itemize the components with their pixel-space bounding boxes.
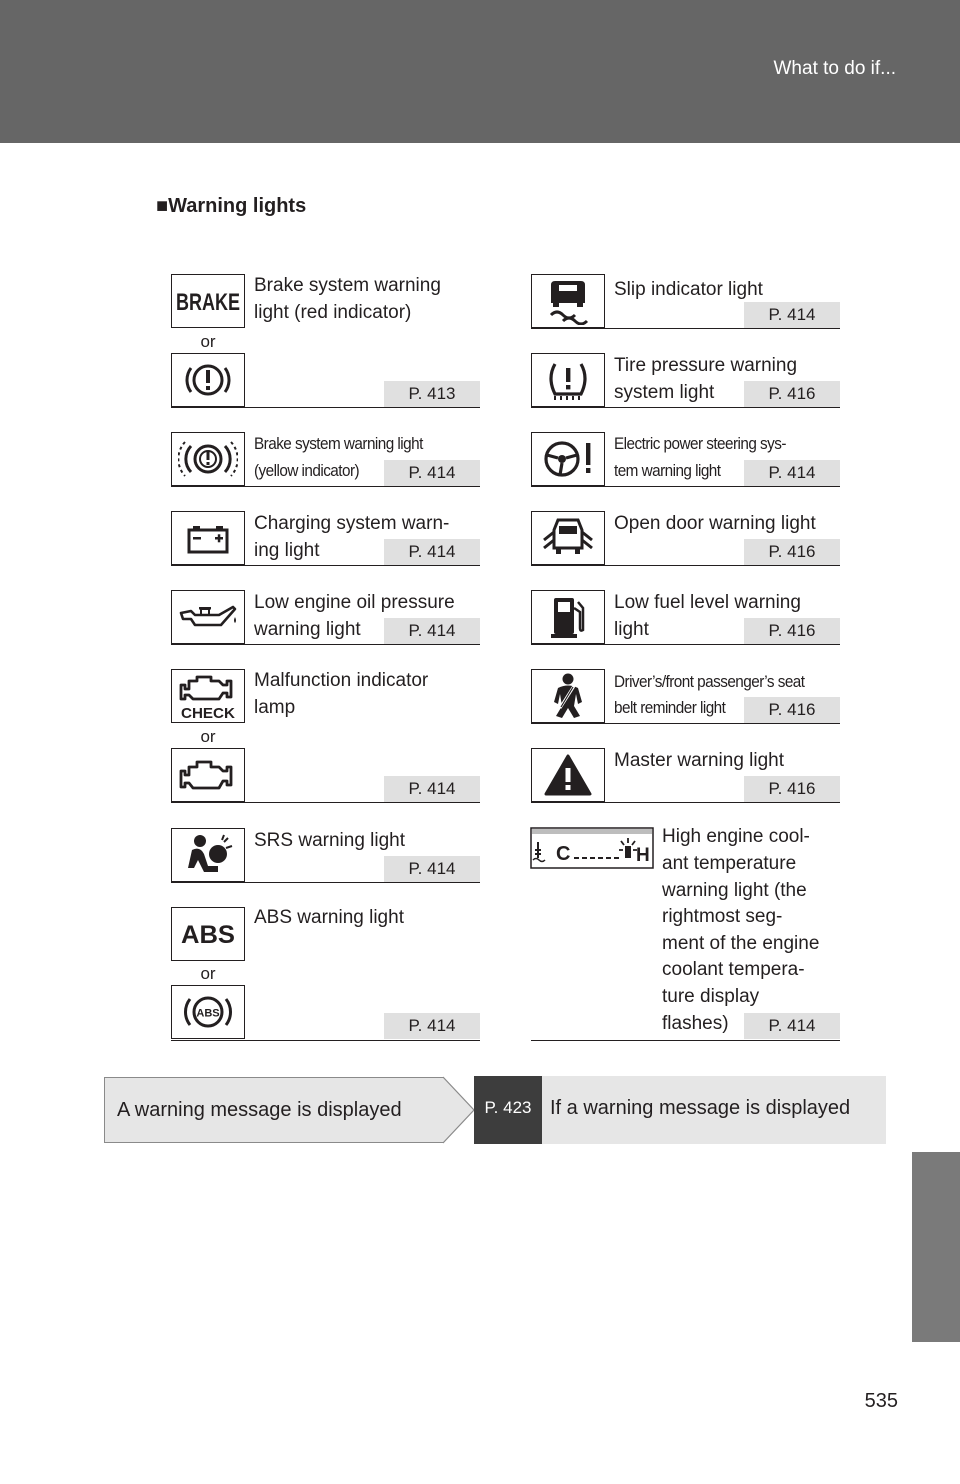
coolant-temperature-gauge-icon: C H (530, 826, 654, 870)
page-ref-open-door[interactable]: P. 416 (744, 539, 840, 565)
eps-label-line2: tem warning light (614, 461, 721, 480)
page-ref-coolant[interactable]: P. 414 (744, 1013, 840, 1039)
engine-check-icon: CHECK (171, 669, 245, 723)
divider (531, 644, 840, 645)
engine-icon (171, 748, 245, 802)
open-door-label: Open door warning light (614, 513, 816, 534)
divider (531, 565, 840, 566)
airbag-icon (171, 828, 245, 882)
open-door-icon (531, 511, 605, 565)
divider (171, 1040, 480, 1041)
page-number: 535 (864, 1390, 898, 1412)
master-warning-icon (531, 748, 605, 802)
seat-belt-label-line2: belt reminder light (614, 698, 726, 717)
abs-circle-icon: ABS (171, 985, 245, 1039)
svg-text:ABS: ABS (196, 1008, 219, 1020)
master-warning-label: Master warning light (614, 750, 785, 771)
or-text: or (200, 727, 216, 746)
tire-pressure-icon (531, 353, 605, 407)
or-text: or (200, 332, 216, 351)
divider (531, 1040, 840, 1041)
page-ref-slip[interactable]: P. 414 (744, 302, 840, 328)
coolant-label-line8: flashes) (662, 1013, 729, 1034)
charging-label-line1: Charging system warn- (254, 513, 450, 534)
brake-yellow-label-line2: (yellow indicator) (254, 461, 360, 480)
divider (531, 486, 840, 487)
page-ref-master-warning[interactable]: P. 416 (744, 776, 840, 802)
section-title: ■Warning lights (156, 195, 307, 217)
divider (171, 802, 480, 803)
divider (531, 723, 840, 724)
malfunction-label-line1: Malfunction indicator (254, 670, 429, 691)
warning-message-displayed-box: A warning message is displayed (104, 1077, 444, 1143)
slip-label: Slip indicator light (614, 279, 763, 300)
battery-icon (171, 511, 245, 565)
coolant-label-line2: ant temperature (662, 853, 797, 874)
header-title: What to do if... (773, 58, 897, 79)
oil-label-line1: Low engine oil pressure (254, 592, 455, 613)
svg-text:C: C (556, 843, 570, 865)
page-ref-message[interactable]: P. 423 (474, 1076, 542, 1144)
page-ref-charging[interactable]: P. 414 (384, 539, 480, 565)
fuel-label-line2: light (614, 619, 649, 640)
divider (531, 802, 840, 803)
divider (171, 565, 480, 566)
divider (171, 644, 480, 645)
if-warning-message-link[interactable]: If a warning message is displayed (542, 1076, 886, 1144)
or-text: or (200, 964, 216, 983)
coolant-label-line5: ment of the engine (662, 933, 820, 954)
page-ref-srs[interactable]: P. 414 (384, 856, 480, 882)
page-ref-eps[interactable]: P. 414 (744, 460, 840, 486)
tire-label-line2: system light (614, 382, 715, 403)
svg-text:CHECK: CHECK (181, 705, 235, 721)
coolant-label-line6: coolant tempera- (662, 959, 805, 980)
arrow-icon (443, 1076, 475, 1144)
divider (531, 407, 840, 408)
page-ref-fuel[interactable]: P. 416 (744, 618, 840, 644)
coolant-label-line1: High engine cool- (662, 826, 810, 847)
page-header: What to do if... (0, 0, 960, 143)
brake-yellow-icon (171, 432, 245, 486)
seat-belt-icon (531, 669, 605, 723)
abs-text-icon: ABS (171, 907, 245, 961)
coolant-label-line3: warning light (the (662, 880, 807, 901)
page-ref-abs[interactable]: P. 414 (384, 1013, 480, 1039)
coolant-label-line4: rightmost seg- (662, 906, 783, 927)
brake-red-label-line1: Brake system warning (254, 275, 441, 296)
page-ref-malfunction[interactable]: P. 414 (384, 776, 480, 802)
charging-label-line2: ing light (254, 540, 320, 561)
coolant-label-line7: ture display (662, 986, 760, 1007)
tire-label-line1: Tire pressure warning (614, 355, 798, 376)
eps-label-line1: Electric power steering sys- (614, 434, 786, 453)
svg-text:ABS: ABS (181, 921, 235, 949)
brake-yellow-label-line1: Brake system warning light (254, 434, 423, 453)
page-ref-brake-yellow[interactable]: P. 414 (384, 460, 480, 486)
svg-text:H: H (636, 845, 650, 866)
divider (531, 328, 840, 329)
brake-red-label-line2: light (red indicator) (254, 302, 412, 323)
oil-label-line2: warning light (254, 619, 361, 640)
seat-belt-label-line1: Driver’s/front passenger’s seat (614, 672, 805, 691)
chapter-tab (912, 1152, 960, 1342)
oil-can-icon (171, 590, 245, 644)
divider (171, 486, 480, 487)
page-ref-seat-belt[interactable]: P. 416 (744, 697, 840, 723)
page-ref-tire[interactable]: P. 416 (744, 381, 840, 407)
malfunction-label-line2: lamp (254, 697, 296, 718)
srs-label: SRS warning light (254, 830, 406, 851)
divider (171, 407, 480, 408)
steering-wheel-icon (531, 432, 605, 486)
brake-text-icon: BRAKE (171, 274, 245, 328)
brake-circle-exclamation-icon (171, 353, 245, 407)
divider (171, 882, 480, 883)
slip-indicator-icon (531, 274, 605, 328)
svg-text:BRAKE: BRAKE (176, 289, 240, 316)
fuel-pump-icon (531, 590, 605, 644)
abs-label: ABS warning light (254, 907, 404, 928)
fuel-label-line1: Low fuel level warning (614, 592, 801, 613)
page-ref-brake-red[interactable]: P. 413 (384, 381, 480, 407)
page-ref-oil[interactable]: P. 414 (384, 618, 480, 644)
